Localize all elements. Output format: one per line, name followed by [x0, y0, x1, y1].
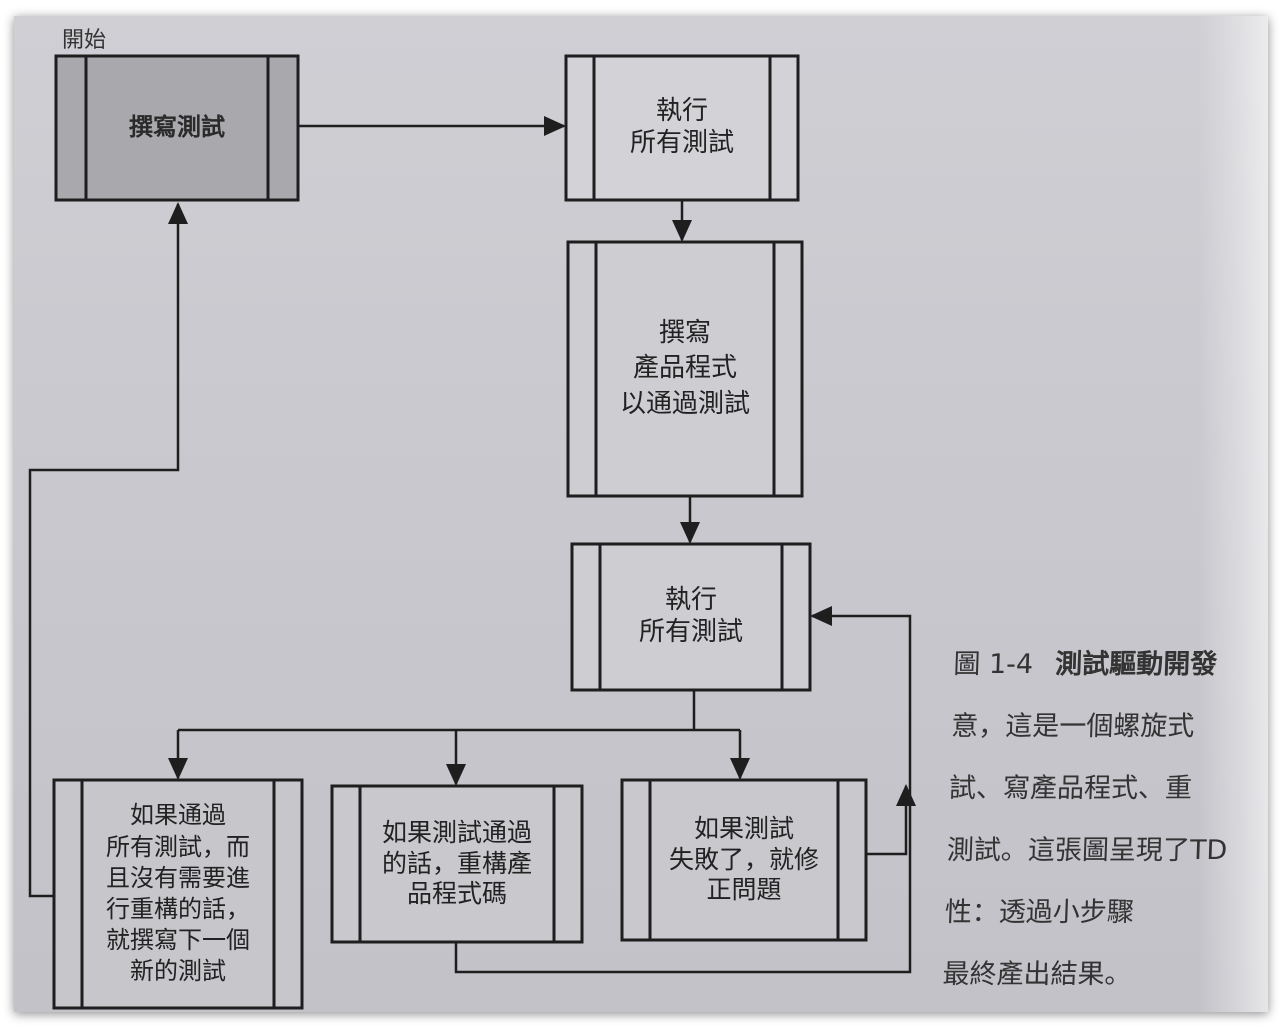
- loop-refactor-to-run: [454, 606, 912, 974]
- box-write-production-code-label: 撰寫 產品程式 以通過測試: [619, 318, 750, 419]
- box-fix-problem-label: 如果測試 失敗了，就修 正問題: [668, 814, 819, 905]
- box-run-all-tests-2: [570, 542, 812, 692]
- box-write-production-code: [566, 240, 804, 498]
- box-all-pass: [52, 778, 304, 1010]
- figure-caption: 圖 1-4 測試驅動開發 意，這是一個螺旋式 試、寫產品程式、重 測試。這張圖呈現…: [942, 634, 1268, 1006]
- box-all-pass-label: 如果通過 所有測試，而 且沒有需要進 行重構的話， 就撰寫下一個 新的測試: [106, 801, 250, 986]
- box-refactor-label: 如果測試通過 的話，重構產 品程式碼: [381, 818, 532, 909]
- caption-line-3: 試、寫產品程式、重: [948, 773, 1193, 804]
- page-gutter-shade: [1198, 16, 1268, 1012]
- box-run-all-tests-1-label: 執行 所有測試: [629, 96, 734, 158]
- page-photo: 開始: [14, 16, 1268, 1012]
- box-run-all-tests-2-label: 執行 所有測試: [638, 585, 743, 647]
- caption-line-2: 意，這是一個螺旋式: [950, 711, 1195, 742]
- start-label: 開始: [62, 28, 107, 53]
- box-write-test-label: 撰寫測試: [129, 113, 225, 142]
- caption-text-1: 測試驅動開發: [1054, 649, 1218, 680]
- caption-line-4: 測試。這張圖呈現了TD: [946, 835, 1228, 866]
- flowchart: [28, 54, 916, 1010]
- box-refactor: [330, 784, 584, 944]
- box-write-test: [54, 54, 300, 202]
- box-fix-problem: [620, 778, 868, 942]
- caption-line-5: 性：透過小步驟: [944, 897, 1135, 928]
- branch-connector: [178, 690, 740, 732]
- loop-fix-to-run: [866, 784, 916, 856]
- figure-number: 圖 1-4: [952, 649, 1034, 680]
- caption-line-6: 最終產出結果。: [942, 959, 1133, 990]
- caption-line-1: 圖 1-4 測試驅動開發: [952, 634, 1268, 696]
- loop-all-pass-to-write-test: [28, 202, 188, 898]
